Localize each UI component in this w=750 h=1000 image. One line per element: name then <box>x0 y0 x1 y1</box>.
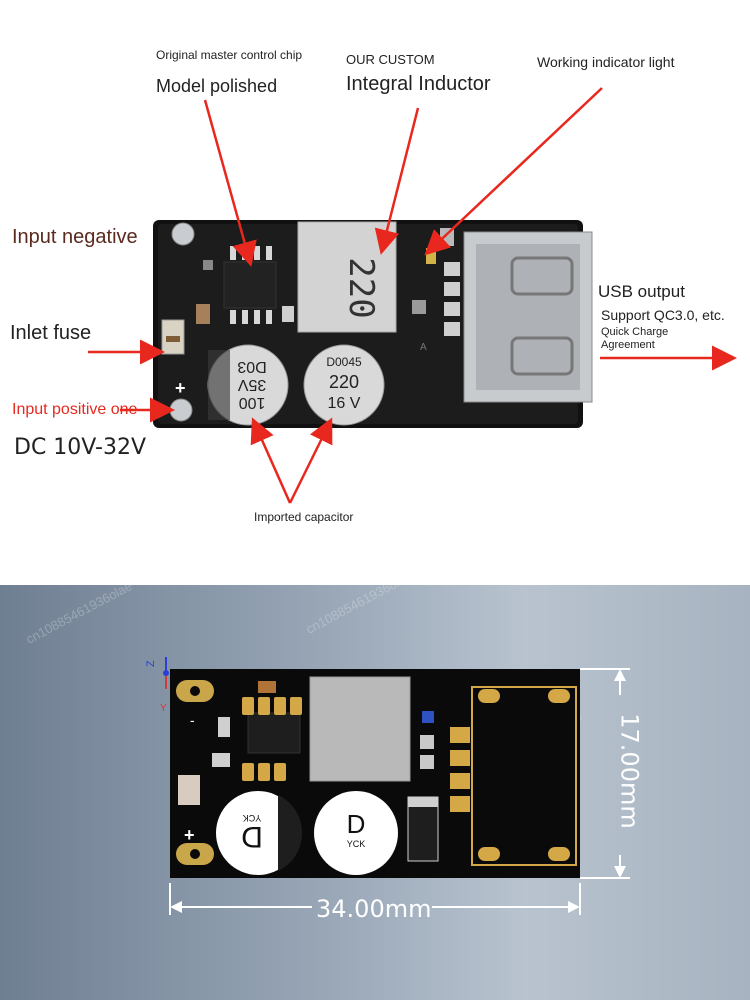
input-negative-caption: Input negative <box>12 226 138 248</box>
smd-resistor-render <box>258 681 276 693</box>
cap-left-marking-2: 35V <box>237 376 266 393</box>
cap-right-brand: YCK <box>347 839 366 849</box>
chip-render-pins <box>242 697 302 781</box>
input-positive-caption: Input positive one <box>12 401 138 418</box>
cap-left-marking-3: D03 <box>237 358 266 375</box>
chip-caption-small: Original master control chip <box>156 48 303 62</box>
smd-part <box>282 306 294 322</box>
usb-pads <box>444 262 460 336</box>
cap-right-letter: D <box>347 809 366 839</box>
fuse-band <box>166 336 180 342</box>
cap-left-marking-1: 100 <box>239 394 266 411</box>
annotated-board-illustration: + 220 A 100 35V D <box>88 87 737 504</box>
cap-right-marking-1: D0045 <box>326 355 362 369</box>
usb-pads-render <box>450 727 470 812</box>
smd-resistor <box>196 304 210 324</box>
chip-render <box>247 712 301 754</box>
dc-range-caption: DC 10V-32V <box>14 435 147 460</box>
smd-part <box>218 717 230 737</box>
chip-caption-big: Model polished <box>156 76 278 96</box>
smd-part <box>420 755 434 769</box>
usb-connector-inner <box>476 244 580 390</box>
plus-sign: + <box>175 378 186 398</box>
width-dimension: 34.00mm <box>316 895 432 923</box>
plus-marking: + <box>184 825 195 845</box>
led-render <box>422 711 434 723</box>
support-caption: Support QC3.0, etc. <box>601 307 725 323</box>
minus-marking: - <box>190 712 195 728</box>
cap-left-brand: YCK <box>243 813 262 823</box>
inductor-caption-small: OUR CUSTOM <box>346 52 435 67</box>
capacitor-right-render <box>314 791 398 875</box>
smd-part <box>420 735 434 749</box>
capacitor-right <box>303 344 385 426</box>
master-control-chip <box>223 261 277 309</box>
input-negative-pad <box>171 222 195 246</box>
inductor-code: 220 <box>341 257 381 318</box>
usb-output-caption: USB output <box>598 282 685 301</box>
axis-y-label: Y <box>160 703 167 714</box>
board-render: Z Y - + <box>145 657 630 915</box>
fuse-render <box>178 775 200 805</box>
working-indicator-led <box>426 248 436 264</box>
cap-right-marking-3: 16 V <box>328 395 361 412</box>
height-dimension: 17.00mm <box>615 713 644 829</box>
usb-outline <box>471 686 577 866</box>
cap-right-marking-2: 220 <box>329 372 359 392</box>
usb-tab-top <box>510 256 574 296</box>
axis-z-label: Z <box>145 660 157 667</box>
indicator-caption: Working indicator light <box>537 54 675 70</box>
smd-part <box>212 753 230 767</box>
capacitor-caption: Imported capacitor <box>254 510 354 524</box>
smd-part <box>412 300 426 314</box>
smd-part <box>203 260 213 270</box>
dimension-render-panel: cn10885461936olae cn10885461936olae cn10… <box>0 568 750 1000</box>
usb-tab-bottom <box>510 336 574 376</box>
capacitor-left-stripe <box>208 350 230 420</box>
product-annotation-panel: + 220 A 100 35V D <box>10 48 737 524</box>
annotation-arrows <box>88 87 737 504</box>
input-positive-pad <box>169 398 193 422</box>
cap-left-letter: D <box>241 820 263 853</box>
inlet-fuse-caption: Inlet fuse <box>10 322 92 344</box>
inductor-caption-big: Integral Inductor <box>346 73 491 95</box>
quick-charge-caption-2: Agreement <box>601 339 655 351</box>
chip-ref: A <box>420 342 427 353</box>
quick-charge-caption-1: Quick Charge <box>601 326 669 338</box>
inductor-render <box>309 676 411 782</box>
